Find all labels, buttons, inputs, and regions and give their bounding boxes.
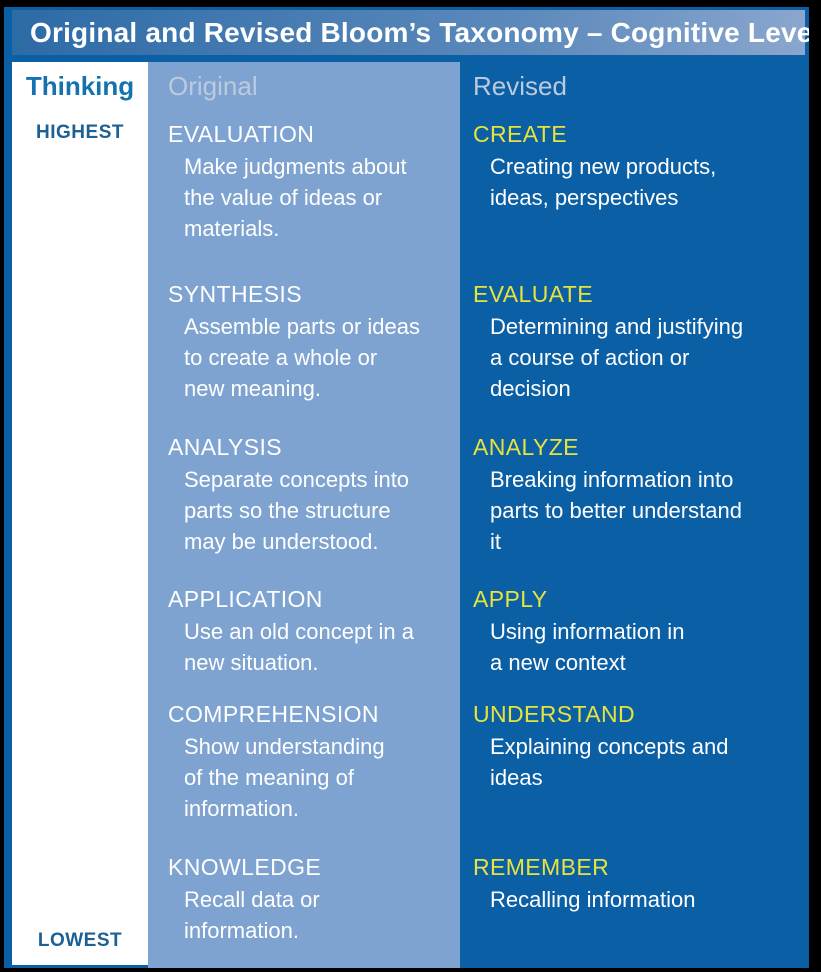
taxonomy-grid: Thinking HIGHEST LOWEST Original Revised… [12, 62, 809, 968]
level-name: REMEMBER [473, 854, 610, 880]
level-description: Make judgments about the value of ideas … [184, 154, 407, 242]
level-description: Using information in a new context [490, 619, 685, 676]
level-name: EVALUATION [168, 121, 315, 147]
original-column-header: Original [168, 71, 258, 101]
level-description: Separate concepts into parts so the stru… [184, 467, 410, 555]
level-name: ANALYZE [473, 434, 579, 460]
original-level-knowledge: KNOWLEDGE Recall data or information. [148, 848, 460, 968]
original-column-background [148, 62, 460, 968]
level-description: Creating new products, ideas, perspectiv… [490, 154, 717, 211]
level-name: KNOWLEDGE [168, 854, 322, 880]
revised-level-understand: UNDERSTAND Explaining concepts and ideas [460, 695, 809, 848]
level-description: Recall data or information. [184, 887, 320, 944]
original-level-synthesis: SYNTHESIS Assemble parts or ideas to cre… [148, 275, 460, 428]
revised-level-evaluate: EVALUATE Determining and justifying a co… [460, 275, 809, 428]
thinking-column-header: Thinking [25, 71, 135, 101]
revised-level-create: CREATE Creating new products, ideas, per… [460, 115, 809, 275]
level-description: Determining and justifying a course of a… [490, 314, 744, 402]
level-name: UNDERSTAND [473, 701, 636, 727]
level-name: COMPREHENSION [168, 701, 379, 727]
revised-column-header: Revised [473, 71, 567, 101]
highest-label: HIGHEST [36, 122, 124, 143]
level-name: APPLY [473, 586, 548, 612]
level-name: ANALYSIS [168, 434, 282, 460]
thinking-column-background [12, 62, 148, 965]
level-name: APPLICATION [168, 586, 323, 612]
level-name: EVALUATE [473, 281, 593, 307]
lowest-label: LOWEST [37, 930, 123, 951]
revised-level-apply: APPLY Using information in a new context [460, 580, 809, 695]
diagram-title: Original and Revised Bloom’s Taxonomy – … [30, 16, 821, 48]
level-name: CREATE [473, 121, 567, 147]
original-level-analysis: ANALYSIS Separate concepts into parts so… [148, 428, 460, 580]
original-level-application: APPLICATION Use an old concept in a new … [148, 580, 460, 695]
original-level-comprehension: COMPREHENSION Show understanding of the … [148, 695, 460, 848]
level-description: Recalling information [490, 887, 696, 912]
level-description: Assemble parts or ideas to create a whol… [184, 314, 420, 402]
level-description: Use an old concept in a new situation. [184, 619, 414, 676]
level-description: Explaining concepts and ideas [490, 734, 729, 791]
level-name: SYNTHESIS [168, 281, 302, 307]
revised-level-remember: REMEMBER Recalling information [460, 848, 809, 968]
level-description: Breaking information into parts to bette… [490, 467, 742, 555]
title-bar: Original and Revised Bloom’s Taxonomy – … [12, 10, 809, 55]
level-description: Show understanding of the meaning of inf… [184, 734, 385, 822]
revised-level-analyze: ANALYZE Breaking information into parts … [460, 428, 809, 580]
original-level-evaluation: EVALUATION Make judgments about the valu… [148, 115, 460, 275]
